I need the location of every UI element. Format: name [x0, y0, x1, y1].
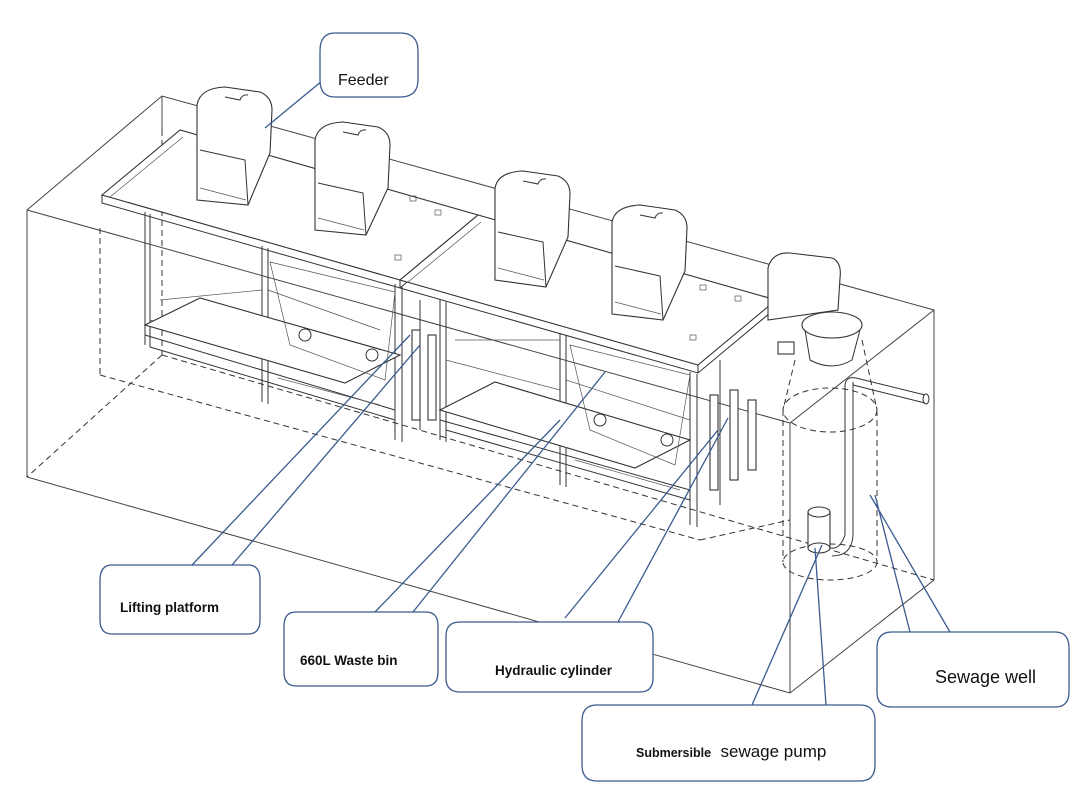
callout-submersible-pump: Submersible sewage pump: [581, 704, 876, 782]
feeder-unit: [611, 204, 688, 321]
callout-sewage-well: Sewage well: [876, 631, 1070, 708]
submersible-pump: [807, 506, 831, 554]
lifting-platforms: [143, 261, 692, 491]
pit-hidden-edges: [26, 130, 935, 581]
top-platforms: [100, 129, 778, 374]
callout-lifting-platform: Lifting platform: [99, 564, 261, 635]
label-hydraulic-cylinder: Hydraulic cylinder: [495, 663, 613, 678]
label-pump-suffix: sewage pump: [720, 742, 826, 761]
callout-waste-bin: 660L Waste bin: [283, 611, 439, 687]
discharge-pipe: [829, 377, 930, 557]
label-waste-bin: 660L Waste bin: [300, 653, 398, 668]
label-feeder: Feeder: [338, 72, 389, 89]
label-sewage-well: Sewage well: [935, 667, 1036, 687]
label-submersible-pump: Submersible sewage pump: [636, 742, 826, 761]
callout-feeder: Feeder: [319, 32, 419, 98]
feeder-unit: [196, 86, 273, 206]
sewage-hopper: [767, 252, 863, 367]
support-frames: [144, 212, 721, 527]
feeder-unit: [314, 121, 391, 236]
feeders: [196, 86, 688, 321]
callout-hydraulic-cylinder: Hydraulic cylinder: [445, 621, 654, 693]
sewage-well: [782, 339, 878, 581]
hydraulic-cylinders: [411, 329, 757, 491]
label-pump-prefix: Submersible: [636, 746, 711, 760]
label-lifting-platform: Lifting platform: [120, 600, 219, 615]
feeder-unit: [494, 170, 571, 288]
callout-leaders: [191, 75, 951, 706]
